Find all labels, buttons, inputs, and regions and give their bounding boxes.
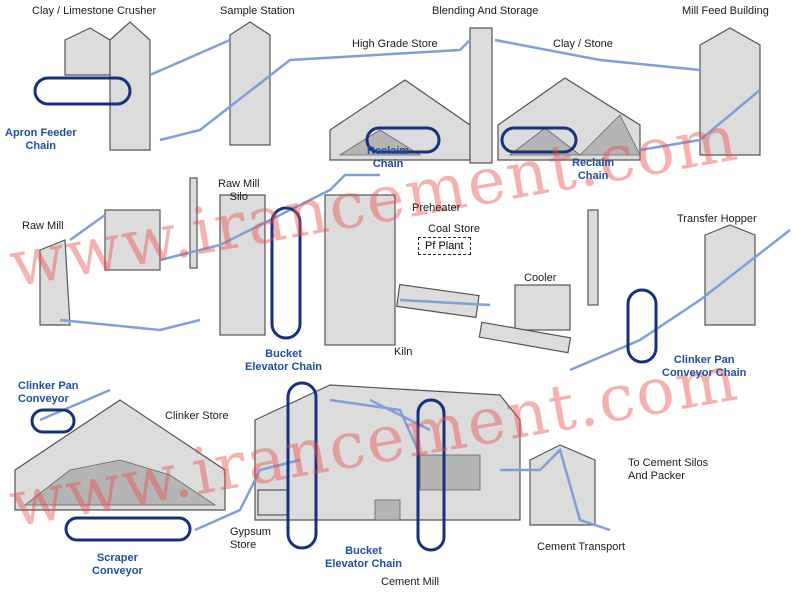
label-line: Apron Feeder <box>5 127 77 139</box>
label-cement-mill: Cement Mill <box>381 576 440 588</box>
clinker-conveyor <box>478 321 572 354</box>
blending-tower <box>469 27 493 164</box>
label-line: Conveyor Chain <box>662 367 747 379</box>
raw-mill-body <box>39 239 71 326</box>
label-line: Elevator Chain <box>245 361 323 373</box>
label-line: Raw Mill <box>218 178 260 190</box>
label-line: Bucket <box>345 545 382 557</box>
label-mill-feed: Mill Feed Building <box>682 5 769 17</box>
pf-plant-box: Pf Plant <box>418 237 471 255</box>
label-kiln: Kiln <box>394 346 413 358</box>
transfer-hopper <box>704 224 756 326</box>
bucket-a-highlight <box>270 206 302 340</box>
label-coal-store: Coal Store <box>428 223 480 235</box>
label-line: To Cement Silos <box>628 457 709 469</box>
cooler-stack <box>587 209 599 306</box>
label-sample-station: Sample Station <box>220 5 295 17</box>
clinker-pan-highlight <box>30 408 76 434</box>
label-raw-mill: Raw Mill <box>22 220 64 232</box>
reclaim-b-highlight <box>500 126 578 154</box>
label-line: Reclaim <box>572 157 615 169</box>
label-line: Store <box>230 539 257 551</box>
label-cooler: Cooler <box>524 272 557 284</box>
label-transfer-hopper: Transfer Hopper <box>677 213 757 225</box>
label-line: Chain <box>372 158 404 170</box>
sample-station-building <box>229 21 271 146</box>
label-line: Chain <box>577 170 609 182</box>
gypsum-store <box>257 489 289 516</box>
scraper-highlight <box>64 516 192 542</box>
label-high-grade: High Grade Store <box>352 38 438 50</box>
label-line: Reclaim <box>367 145 410 157</box>
label-line: Chain <box>25 140 57 152</box>
preheater-tower <box>324 194 396 346</box>
cooler <box>514 284 571 331</box>
label-clinker-store: Clinker Store <box>165 410 229 422</box>
label-line: Bucket <box>265 348 302 360</box>
raw-mill-stack <box>189 177 198 269</box>
apron-feeder-highlight <box>33 76 132 106</box>
label-line: And Packer <box>628 470 685 482</box>
label-line: Conveyor <box>92 565 143 577</box>
stockpiles <box>23 114 641 521</box>
flow-lines <box>39 38 791 532</box>
raw-mill-separator <box>104 209 161 271</box>
mill-feed-building <box>699 27 761 156</box>
chain-highlights <box>30 76 658 552</box>
label-line: Clinker Pan <box>673 354 735 366</box>
bucket-b2-highlight <box>416 398 446 552</box>
label-blending: Blending And Storage <box>432 5 539 17</box>
label-crusher: Clay / Limestone Crusher <box>32 5 157 17</box>
label-clay-stone: Clay / Stone <box>553 38 613 50</box>
clinker-pan-chain-highlight <box>626 288 658 364</box>
label-line: Scraper <box>96 552 138 564</box>
reclaim-a-highlight <box>365 126 441 154</box>
crusher-hopper <box>64 27 111 76</box>
label-line: Silo <box>229 191 248 203</box>
label-line: Conveyor <box>18 393 69 405</box>
label-line: Gypsum <box>230 526 271 538</box>
label-line: Elevator Chain <box>325 558 403 570</box>
raw-mill-silo <box>219 194 266 336</box>
label-cement-transport: Cement Transport <box>537 541 626 553</box>
bucket-b-highlight <box>286 381 318 550</box>
label-preheater: Preheater <box>412 202 461 214</box>
label-line: Clinker Pan <box>18 380 79 392</box>
